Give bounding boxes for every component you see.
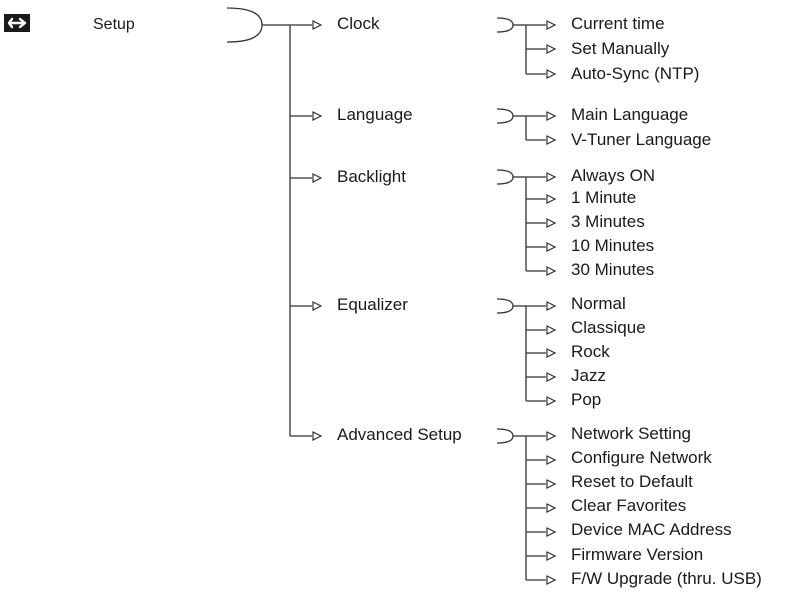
submenu-item: Firmware Version xyxy=(571,545,704,564)
submenu-item: 10 Minutes xyxy=(571,236,655,255)
menu-item-language: Language xyxy=(337,105,413,124)
menu-item-backlight: Backlight xyxy=(337,167,406,186)
arrowhead-icon xyxy=(546,218,557,228)
arrowhead-icon xyxy=(312,20,323,30)
submenu-item: Network Setting xyxy=(571,424,691,443)
bracket-connector xyxy=(496,428,514,444)
submenu-item: V-Tuner Language xyxy=(571,130,712,149)
bracket-connector xyxy=(226,7,263,43)
root-label: Setup xyxy=(93,16,135,33)
bracket-connector xyxy=(496,169,514,185)
arrowhead-icon xyxy=(546,503,557,513)
arrowhead-icon xyxy=(312,111,323,121)
arrowhead-icon xyxy=(546,396,557,406)
submenu-item: Device MAC Address xyxy=(571,520,732,539)
menu-item-clock: Clock xyxy=(337,14,380,33)
arrowhead-icon xyxy=(546,242,557,252)
wrench-icon xyxy=(4,14,30,32)
arrowhead-icon xyxy=(546,551,557,561)
bracket-connector xyxy=(496,298,514,314)
submenu-item: Current time xyxy=(571,14,665,33)
submenu-item: Jazz xyxy=(571,366,606,385)
submenu-item: 3 Minutes xyxy=(571,212,645,231)
submenu-item: F/W Upgrade (thru. USB) xyxy=(571,569,762,588)
arrowhead-icon xyxy=(546,301,557,311)
bracket-connector xyxy=(496,108,514,124)
arrowhead-icon xyxy=(546,172,557,182)
submenu-item: Set Manually xyxy=(571,39,670,58)
arrowhead-icon xyxy=(312,173,323,183)
arrowhead-icon xyxy=(546,479,557,489)
arrowhead-icon xyxy=(546,111,557,121)
arrowhead-icon xyxy=(546,44,557,54)
submenu-item: Pop xyxy=(571,390,602,409)
arrowhead-icon xyxy=(546,431,557,441)
submenu-item: Configure Network xyxy=(571,448,712,467)
submenu-item: Clear Favorites xyxy=(571,496,687,515)
arrowhead-icon xyxy=(546,69,557,79)
menu-item-advanced-setup: Advanced Setup xyxy=(337,425,462,444)
arrowhead-icon xyxy=(546,20,557,30)
arrowhead-icon xyxy=(546,194,557,204)
arrowhead-icon xyxy=(312,431,323,441)
arrowhead-icon xyxy=(546,575,557,585)
submenu-item: 30 Minutes xyxy=(571,260,655,279)
arrowhead-icon xyxy=(312,301,323,311)
menu-item-equalizer: Equalizer xyxy=(337,295,408,314)
submenu-item: 1 Minute xyxy=(571,188,637,207)
submenu-item: Auto-Sync (NTP) xyxy=(571,64,700,83)
arrowhead-icon xyxy=(546,135,557,145)
submenu-item: Classique xyxy=(571,318,646,337)
arrowhead-icon xyxy=(546,266,557,276)
submenu-item: Rock xyxy=(571,342,610,361)
submenu-item: Main Language xyxy=(571,105,689,124)
arrowhead-icon xyxy=(546,527,557,537)
submenu-item: Reset to Default xyxy=(571,472,693,491)
arrowhead-icon xyxy=(546,455,557,465)
submenu-item: Normal xyxy=(571,294,626,313)
submenu-item: Always ON xyxy=(571,166,656,185)
arrowhead-icon xyxy=(546,325,557,335)
arrowhead-icon xyxy=(546,348,557,358)
bracket-connector xyxy=(496,17,514,33)
arrowhead-icon xyxy=(546,372,557,382)
